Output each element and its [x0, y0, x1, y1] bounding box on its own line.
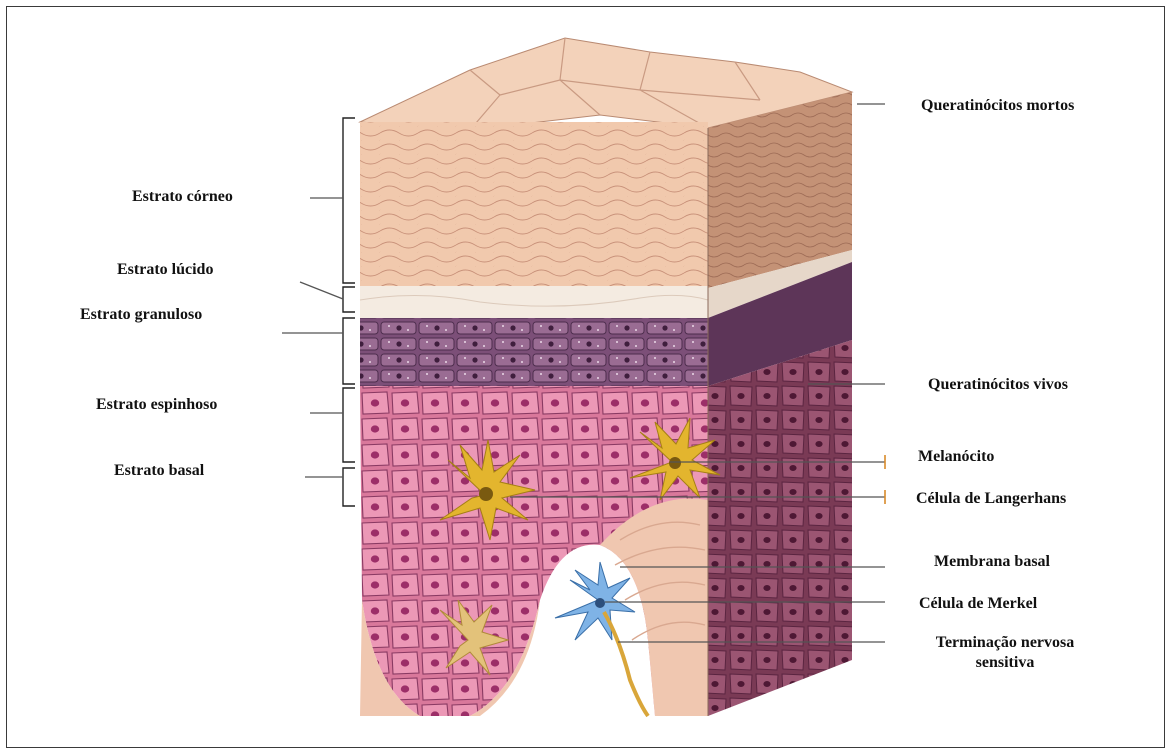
merkel-cell [555, 562, 635, 640]
label-celula-merkel: Célula de Merkel [919, 594, 1037, 614]
label-estrato-granuloso: Estrato granuloso [80, 305, 202, 325]
label-membrana-basal: Membrana basal [934, 552, 1050, 572]
label-estrato-corneo: Estrato córneo [132, 187, 233, 207]
label-celula-langerhans: Célula de Langerhans [916, 489, 1066, 509]
nerve-fiber [604, 612, 648, 716]
label-queratinocitos-vivos: Queratinócitos vivos [928, 375, 1068, 395]
layer-brackets [343, 118, 355, 506]
label-estrato-lucido: Estrato lúcido [117, 260, 213, 280]
label-terminacao-line1: Terminação nervosa [920, 633, 1090, 653]
label-queratinocitos-mortos: Queratinócitos mortos [921, 96, 1074, 116]
label-estrato-basal: Estrato basal [114, 461, 204, 481]
label-terminacao-nervosa: Terminação nervosa sensitiva [920, 633, 1090, 673]
stratum-lucidum-front [360, 286, 708, 318]
side-spinosum [708, 340, 852, 716]
leader-lines-left [282, 198, 343, 477]
label-estrato-espinhoso: Estrato espinhoso [96, 395, 217, 415]
stratum-granulosum-front [360, 318, 708, 386]
label-melanocito: Melanócito [918, 447, 994, 467]
stratum-corneum-front [360, 122, 708, 288]
label-terminacao-line2: sensitiva [920, 653, 1090, 673]
